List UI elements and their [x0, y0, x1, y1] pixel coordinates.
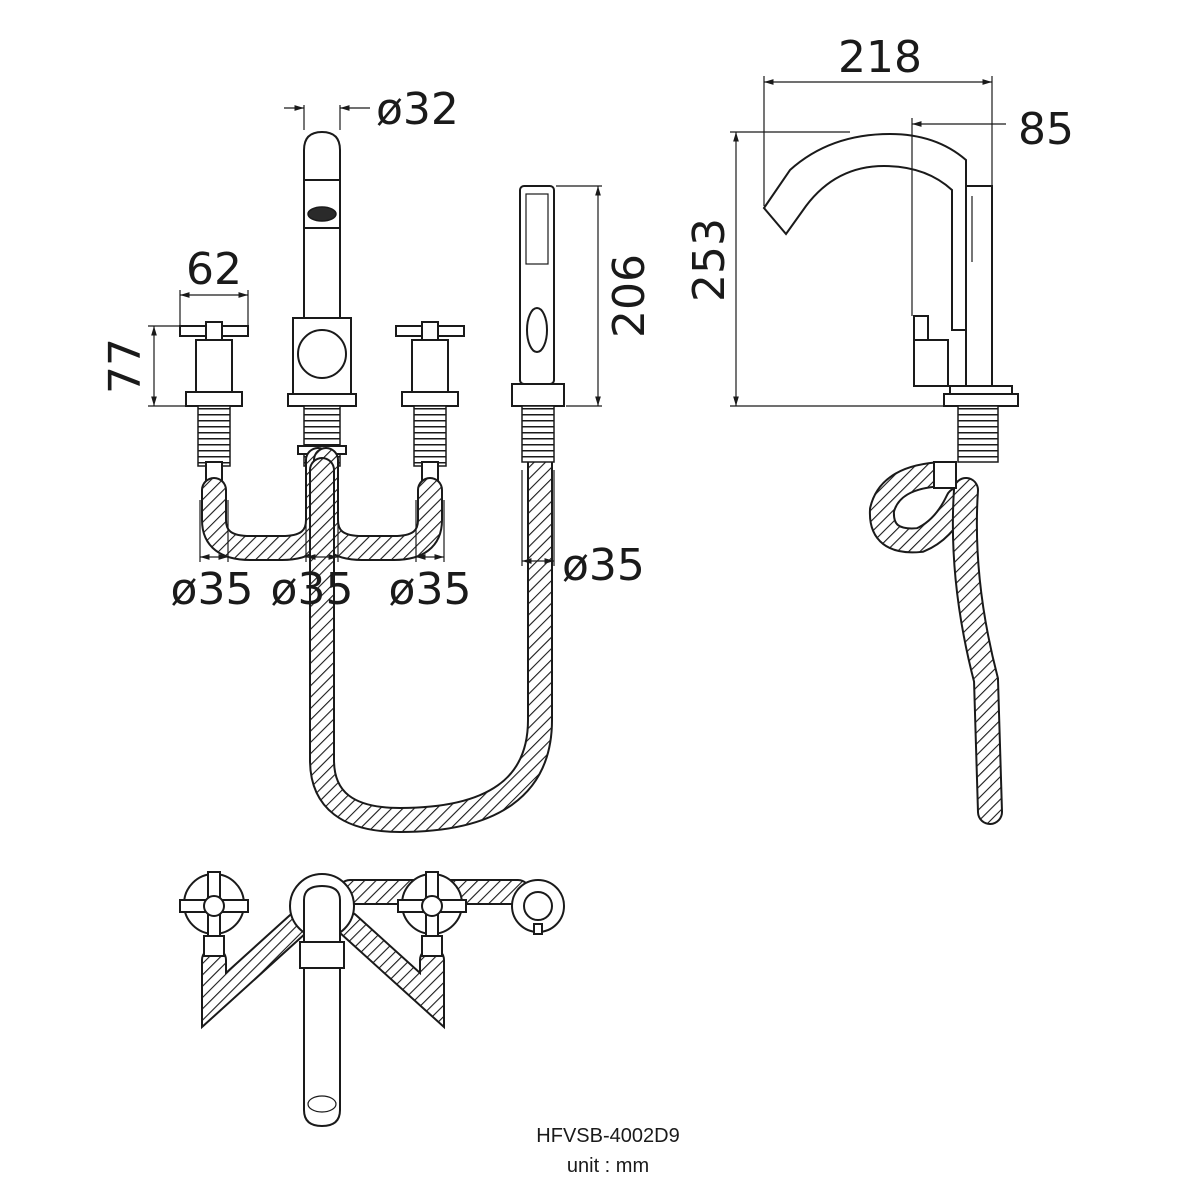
dim-overall-height: 253	[684, 131, 944, 407]
left-handle	[179, 321, 249, 485]
side-spout	[762, 132, 993, 387]
mixer-body	[287, 317, 357, 467]
dim-spout-diameter: ø32	[284, 84, 459, 135]
model-code: HFVSB-4002D9	[536, 1125, 679, 1147]
dim-handshower-diameter: ø35	[521, 470, 645, 591]
connecting-hoses	[201, 447, 553, 834]
dim-handshower-length: 206	[556, 185, 655, 407]
dim-handle-height: 77	[100, 325, 186, 407]
dim-handle-width: 62	[179, 244, 249, 326]
spout	[303, 130, 341, 319]
dim-label-right-valve: ø35	[389, 564, 472, 615]
top-right-handle	[397, 871, 467, 957]
dim-spout-valve: ø35	[271, 470, 354, 615]
dim-spout-projection: 85	[911, 104, 1074, 316]
dim-right-valve: ø35	[389, 500, 472, 615]
dim-label-handshower-length: 206	[604, 254, 655, 338]
side-view: 218 85 253	[684, 32, 1074, 825]
dim-label-left-valve: ø35	[171, 564, 254, 615]
right-handle	[395, 321, 465, 485]
top-view	[179, 871, 565, 1128]
dim-label-spout-projection: 85	[1018, 104, 1074, 155]
top-spout	[289, 873, 355, 1128]
unit-note: unit : mm	[567, 1155, 649, 1177]
dim-overall-reach: 218	[763, 32, 993, 206]
hand-shower	[511, 185, 565, 463]
dim-label-handle-width: 62	[186, 244, 242, 295]
top-handshower	[511, 879, 565, 935]
dim-label-handle-height: 77	[100, 338, 151, 394]
dim-left-valve: ø35	[171, 500, 254, 615]
dim-label-overall-reach: 218	[838, 32, 922, 83]
side-hoses	[868, 461, 1003, 825]
dim-label-handshower-diameter: ø35	[562, 540, 645, 591]
side-base	[943, 385, 1019, 463]
top-left-handle	[179, 871, 249, 957]
front-view: ø32 62 77 206 ø35	[100, 84, 655, 834]
dim-label-spout-diameter: ø32	[376, 84, 459, 135]
dim-label-spout-valve: ø35	[271, 564, 354, 615]
dim-label-overall-height: 253	[684, 218, 735, 302]
side-lever	[913, 315, 949, 387]
